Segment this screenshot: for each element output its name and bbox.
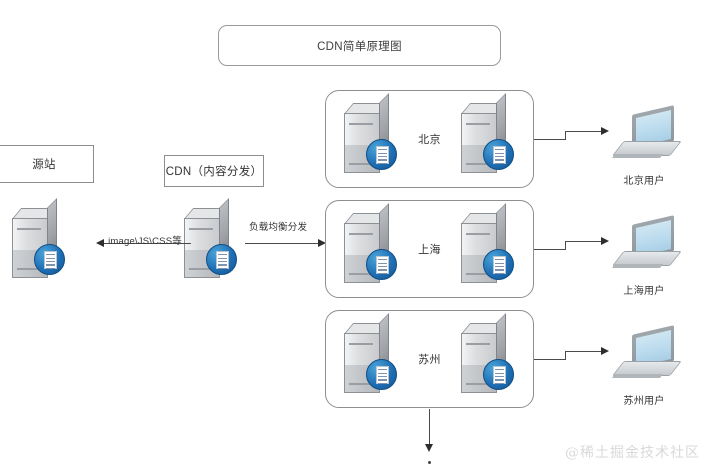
server-document-badge-icon	[483, 359, 514, 390]
laptop-icon	[612, 325, 682, 384]
server-document-badge-icon	[483, 139, 514, 170]
document-icon	[493, 146, 506, 164]
load-balance-arrow-line	[245, 243, 320, 245]
region-user-arrow-line	[534, 249, 566, 251]
origin-pull-arrow-head	[96, 239, 104, 247]
laptop-base-front	[612, 374, 664, 378]
cdn-label: CDN（内容分发）	[165, 166, 263, 178]
origin-pull-arrow-line	[103, 243, 191, 245]
server-document-badge-icon	[366, 249, 397, 280]
region-label-beijing: 北京	[418, 134, 441, 146]
server-tower-icon	[344, 313, 397, 395]
document-icon	[493, 256, 506, 274]
user-label-beijing: 北京用户	[623, 176, 665, 187]
laptop-base-front	[612, 264, 664, 268]
region-group-beijing: 北京	[325, 90, 534, 188]
server-tower-icon	[344, 93, 397, 175]
laptop-icon	[612, 215, 682, 274]
region-user-arrow-step	[565, 131, 567, 140]
region-user-arrow-step	[565, 241, 567, 250]
server-tower-icon	[12, 198, 65, 280]
user-label-shanghai: 上海用户	[623, 286, 665, 297]
diagram-title-box: CDN简单原理图	[218, 25, 501, 66]
document-icon	[44, 251, 57, 269]
origin-pull-label: image\JS\CSS等	[108, 236, 182, 247]
diagram-title: CDN简单原理图	[317, 40, 402, 53]
region-user-arrow-head	[601, 237, 609, 245]
server-vent-line	[17, 268, 41, 270]
region-group-shanghai: 上海	[325, 200, 534, 298]
server-document-badge-icon	[366, 139, 397, 170]
document-icon	[493, 366, 506, 384]
laptop-icon	[612, 105, 682, 164]
document-icon	[376, 146, 389, 164]
cdn-box: CDN（内容分发）	[164, 155, 264, 187]
origin-station-box: 源站	[0, 145, 94, 183]
region-user-arrow-line	[565, 351, 603, 353]
server-document-badge-icon	[483, 249, 514, 280]
region-group-suzhou: 苏州	[325, 310, 534, 408]
server-tower-icon	[461, 313, 514, 395]
server-tower-icon	[461, 93, 514, 175]
region-label-shanghai: 上海	[418, 244, 441, 256]
server-tower-icon	[184, 198, 237, 280]
server-tower-icon	[344, 203, 397, 285]
region-user-arrow-line	[565, 131, 603, 133]
document-icon	[376, 256, 389, 274]
document-icon	[216, 251, 229, 269]
server-vent-line	[189, 228, 213, 230]
document-icon	[376, 366, 389, 384]
downstream-endpoint-dot	[428, 461, 431, 464]
downstream-arrow-line	[429, 409, 431, 449]
server-document-badge-icon	[206, 244, 237, 275]
watermark: @稀土掘金技术社区	[565, 445, 700, 461]
region-user-arrow-head	[601, 127, 609, 135]
region-label-suzhou: 苏州	[418, 354, 441, 366]
user-label-suzhou: 苏州用户	[623, 396, 665, 407]
server-vent-line	[189, 268, 213, 270]
origin-station-label: 源站	[32, 159, 56, 171]
server-document-badge-icon	[34, 244, 65, 275]
load-balance-label: 负载均衡分发	[249, 222, 308, 233]
server-tower-icon	[461, 203, 514, 285]
region-user-arrow-line	[565, 241, 603, 243]
server-vent-line	[17, 228, 41, 230]
region-user-arrow-step	[565, 351, 567, 360]
server-document-badge-icon	[366, 359, 397, 390]
load-balance-arrow-head	[318, 239, 326, 247]
downstream-arrow-head	[425, 444, 433, 452]
laptop-base-front	[612, 154, 664, 158]
region-user-arrow-line	[534, 139, 566, 141]
region-user-arrow-line	[534, 359, 566, 361]
region-user-arrow-head	[601, 347, 609, 355]
